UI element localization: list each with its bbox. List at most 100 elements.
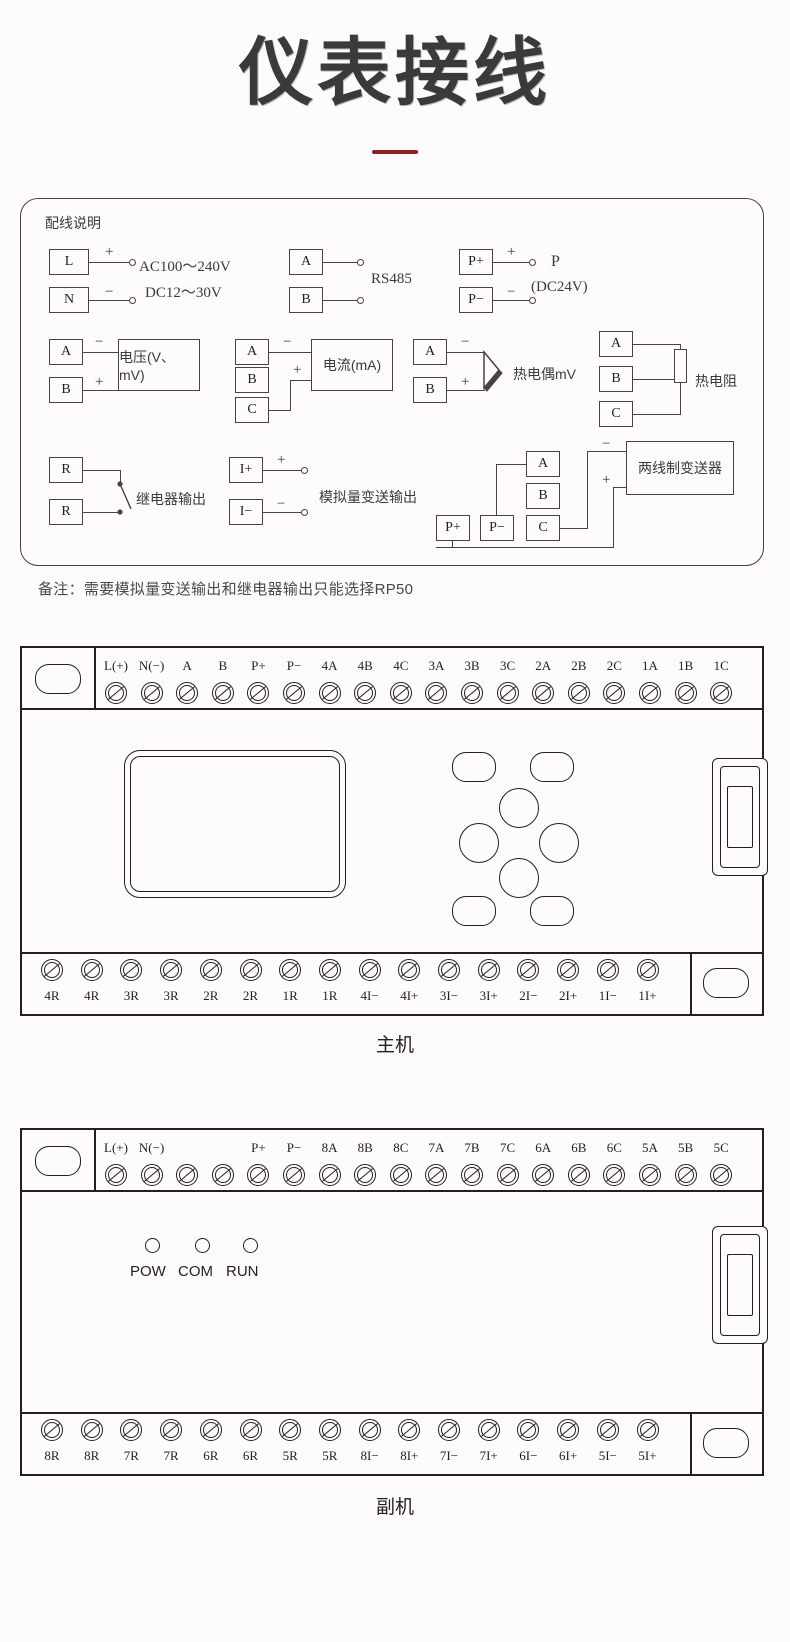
terminal-screw[interactable]	[477, 1419, 500, 1441]
terminal-screw[interactable]	[318, 1164, 341, 1186]
terminal-screw[interactable]	[398, 959, 421, 981]
terminal-screw[interactable]	[496, 682, 519, 704]
terminal-ring-outer	[279, 1419, 302, 1441]
sign-minus-analog: −	[277, 496, 286, 512]
terminal-screw[interactable]	[140, 682, 163, 704]
terminal-ring-outer	[425, 1164, 448, 1186]
terminal-screw[interactable]	[318, 682, 341, 704]
display-screen-bezel	[130, 756, 340, 892]
terminal-screw[interactable]	[425, 1164, 448, 1186]
terminal-screw[interactable]	[603, 1164, 626, 1186]
terminal-ring-outer	[105, 682, 127, 704]
terminal-screw[interactable]	[211, 1164, 234, 1186]
terminal-screw[interactable]	[674, 682, 697, 704]
terminal-screw[interactable]	[496, 1164, 519, 1186]
terminal-screw[interactable]	[389, 682, 412, 704]
terminal-screw[interactable]	[283, 682, 305, 704]
terminal-screw[interactable]	[438, 1419, 460, 1441]
key-up-button[interactable]	[499, 788, 539, 828]
terminal-screw[interactable]	[239, 959, 262, 981]
terminal-ring-inner	[464, 685, 480, 701]
terminal-screw[interactable]	[710, 1164, 733, 1186]
key-bottom-left-button[interactable]	[452, 896, 496, 926]
terminal-ring-inner	[606, 1167, 623, 1183]
key-bottom-right-button[interactable]	[530, 896, 574, 926]
terminal-screw[interactable]	[80, 1419, 103, 1441]
terminal-screw[interactable]	[120, 1419, 143, 1441]
terminal-screw[interactable]	[567, 1164, 590, 1186]
terminal-screw[interactable]	[120, 959, 143, 981]
terminal-ring-outer	[176, 1164, 199, 1186]
terminal-screw[interactable]	[160, 959, 183, 981]
terminal-screw[interactable]	[532, 682, 555, 704]
terminal-screw[interactable]	[211, 682, 234, 704]
terminal-screw[interactable]	[389, 1164, 412, 1186]
terminal-screw[interactable]	[140, 1164, 163, 1186]
terminal-screw[interactable]	[279, 1419, 302, 1441]
wire-tw-plus-in	[613, 487, 627, 488]
sub-mounting-slot-top-left	[35, 1146, 81, 1176]
terminal-screw[interactable]	[283, 1164, 305, 1186]
terminal-ring-outer	[358, 1419, 381, 1441]
terminal-screw[interactable]	[596, 959, 619, 981]
terminal-screw[interactable]	[199, 959, 222, 981]
terminal-screw[interactable]	[160, 1419, 183, 1441]
key-top-right-button[interactable]	[530, 752, 574, 782]
terminal-screw[interactable]	[461, 1164, 483, 1186]
terminal-screw[interactable]	[176, 1164, 199, 1186]
terminal-screw[interactable]	[247, 1164, 270, 1186]
wire-tw-c-riser	[587, 451, 588, 529]
terminal-screw[interactable]	[279, 959, 302, 981]
terminal-screw[interactable]	[318, 959, 341, 981]
terminal-screw[interactable]	[636, 959, 659, 981]
terminal-label: 4R	[44, 988, 60, 1003]
terminal-screw[interactable]	[438, 959, 460, 981]
terminal-screw[interactable]	[80, 959, 103, 981]
terminal-screw[interactable]	[398, 1419, 421, 1441]
terminal-screw[interactable]	[674, 1164, 697, 1186]
terminal-screw[interactable]	[639, 1164, 661, 1186]
terminal-screw[interactable]	[639, 682, 661, 704]
led-run-label: RUN	[226, 1263, 259, 1280]
terminal-ring-inner	[321, 962, 338, 978]
key-down-button[interactable]	[499, 858, 539, 898]
terminal-ring-inner	[642, 1167, 658, 1183]
terminal-screw[interactable]	[557, 1419, 580, 1441]
wiring-note: 备注：需要模拟量变送输出和继电器输出只能选择RP50	[38, 581, 414, 598]
terminal-screw[interactable]	[596, 1419, 619, 1441]
terminal-screw[interactable]	[358, 959, 381, 981]
terminal-screw[interactable]	[461, 682, 483, 704]
terminal-screw[interactable]	[567, 682, 590, 704]
terminal-screw[interactable]	[41, 959, 63, 981]
terminal-ring-inner	[520, 962, 537, 978]
key-right-button[interactable]	[539, 823, 579, 863]
wire-L	[89, 262, 131, 263]
terminal-screw[interactable]	[41, 1419, 63, 1441]
terminal-screw[interactable]	[710, 682, 733, 704]
sign-minus-voltage: −	[95, 334, 104, 350]
terminal-ring-inner	[108, 685, 124, 701]
terminal-screw[interactable]	[105, 682, 127, 704]
terminal-screw[interactable]	[358, 1419, 381, 1441]
terminal-screw[interactable]	[477, 959, 500, 981]
terminal-screw[interactable]	[636, 1419, 659, 1441]
terminal-screw[interactable]	[532, 1164, 555, 1186]
terminal-screw[interactable]	[603, 682, 626, 704]
terminal-screw[interactable]	[199, 1419, 222, 1441]
terminal-screw[interactable]	[354, 1164, 377, 1186]
terminal-box-current-c: C	[235, 397, 269, 423]
terminal-screw[interactable]	[105, 1164, 127, 1186]
terminal-label: 4I+	[400, 988, 419, 1003]
terminal-screw[interactable]	[176, 682, 199, 704]
terminal-screw[interactable]	[239, 1419, 262, 1441]
terminal-screw[interactable]	[557, 959, 580, 981]
terminal-screw[interactable]	[517, 959, 540, 981]
key-left-button[interactable]	[459, 823, 499, 863]
terminal-box-relay-r2: R	[49, 499, 83, 525]
terminal-screw[interactable]	[354, 682, 377, 704]
terminal-screw[interactable]	[247, 682, 270, 704]
key-top-left-button[interactable]	[452, 752, 496, 782]
terminal-screw[interactable]	[318, 1419, 341, 1441]
terminal-screw[interactable]	[425, 682, 448, 704]
terminal-screw[interactable]	[517, 1419, 540, 1441]
